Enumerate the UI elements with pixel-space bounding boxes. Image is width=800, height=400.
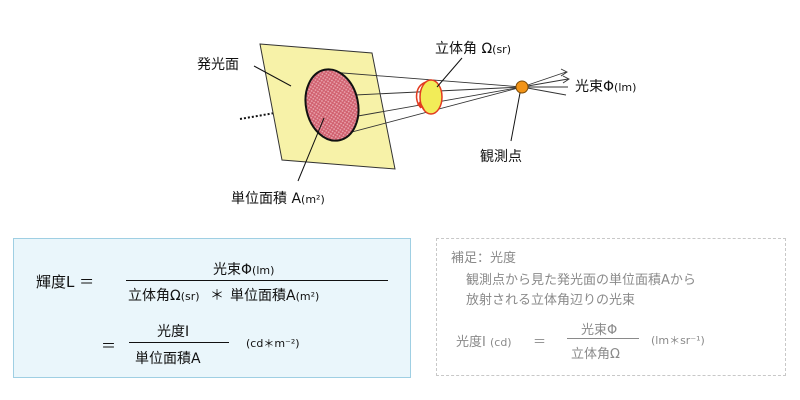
- note-line-1: 観測点から見た発光面の単位面積Aから: [466, 273, 696, 288]
- arrowhead-icon: [560, 68, 568, 77]
- note-title: 補足：光度: [451, 251, 517, 266]
- unit-area-text: 単位面積 A: [231, 191, 302, 207]
- ray-top: [329, 71, 523, 88]
- second-equals: ＝: [101, 337, 117, 355]
- fraction-bar-1: [126, 280, 388, 281]
- flux-arrow-4: [521, 86, 567, 96]
- supplement-note-panel: 補足：光度 観測点から見た発光面の単位面積Aから 放射される立体角辺りの光束 光…: [436, 238, 786, 376]
- rear-axis-dotted: [239, 109, 293, 120]
- solid-angle-cone: [419, 79, 443, 115]
- note-denominator: 立体角Ω: [571, 347, 620, 362]
- luminous-flux-unit: (lm): [614, 81, 637, 94]
- times-symbol: ＊: [210, 288, 224, 304]
- leader-unit-area: [297, 117, 325, 182]
- emitting-surface-label: 発光面: [197, 57, 239, 73]
- observation-point-label: 観測点: [480, 149, 522, 165]
- intensity-lhs-text: 光度I: [456, 335, 486, 350]
- observation-point-marker: [515, 80, 529, 94]
- solid-angle-text: 立体角 Ω: [435, 41, 493, 57]
- unit-area-ellipse: [304, 68, 360, 142]
- flux-numerator: 光束Φ(lm): [213, 259, 274, 279]
- solid-angle-label: 立体角 Ω(sr): [435, 38, 511, 58]
- luminance-denominator: 立体角Ω(sr) ＊ 単位面積A(m²): [128, 285, 319, 305]
- flux-arrow-2: [521, 78, 569, 88]
- intensity-lhs: 光度I (cd): [456, 331, 512, 350]
- luminance-unit: (cd＊m⁻²): [246, 337, 300, 350]
- luminance-equation-panel: 輝度L ＝ 光束Φ(lm) 立体角Ω(sr) ＊単位面積A(m²) ＝ 光度I …: [13, 238, 411, 378]
- leader-solid-angle: [436, 57, 463, 88]
- unit-area-den-text: 単位面積A: [230, 288, 296, 304]
- note-numerator: 光束Φ: [581, 323, 618, 338]
- fraction-bar-2: [129, 342, 229, 343]
- unit-area-den-unit: (m²): [295, 290, 320, 303]
- flux-arrow-1: [521, 71, 567, 88]
- intensity-lhs-unit: (cd): [489, 336, 512, 349]
- unit-area-label: 単位面積 A(m²): [231, 188, 325, 208]
- leader-emitting-surface: [253, 65, 292, 87]
- note-unit: (lm＊sr⁻¹): [651, 334, 705, 347]
- flux-numerator-unit: (lm): [252, 264, 275, 277]
- luminous-flux-text: 光束Φ: [575, 79, 615, 95]
- leader-observation-point: [510, 92, 521, 142]
- luminous-flux-label: 光束Φ(lm): [575, 76, 636, 96]
- arrowhead-icon: [417, 101, 425, 110]
- solid-angle-den-text: 立体角Ω: [128, 288, 181, 304]
- arrowhead-icon: [562, 75, 570, 84]
- note-line-2: 放射される立体角辺りの光束: [466, 293, 636, 308]
- note-fraction-bar: [567, 338, 639, 339]
- note-equals: ＝: [533, 335, 547, 350]
- luminance-lhs: 輝度L ＝: [36, 273, 95, 291]
- unit-area-unit: (m²): [301, 193, 325, 206]
- solid-angle-den-unit: (sr): [180, 290, 200, 303]
- intensity-numerator: 光度I: [157, 324, 190, 340]
- unit-area-den2: 単位面積A: [135, 351, 201, 367]
- flux-numerator-text: 光束Φ: [213, 262, 253, 278]
- solid-angle-unit: (sr): [492, 43, 511, 56]
